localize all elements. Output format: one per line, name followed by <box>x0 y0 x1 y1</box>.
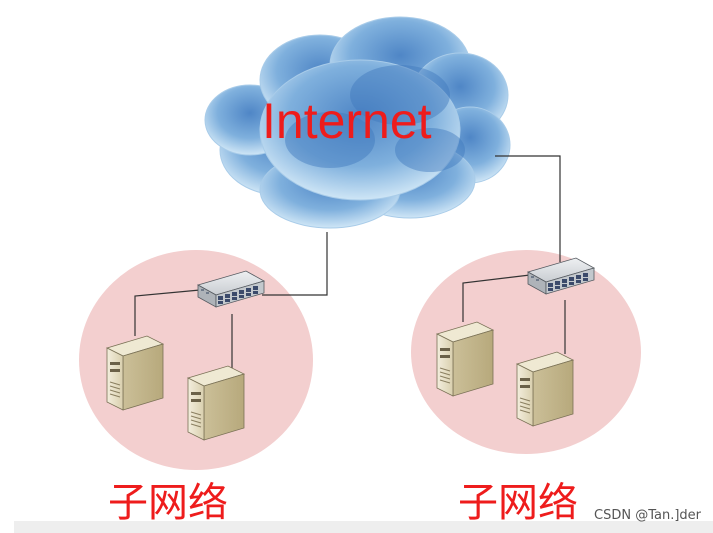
subnet-left-label: 子网络 <box>108 480 228 526</box>
subnet-left-area <box>79 250 313 470</box>
bottom-strip <box>14 521 713 533</box>
cloud-icon <box>204 16 511 229</box>
subnet-right-label: 子网络 <box>458 480 578 526</box>
network-links <box>134 155 566 372</box>
watermark: CSDN @Tan.]der <box>594 508 701 523</box>
server-icon <box>187 365 245 441</box>
link-right-switch-server-a <box>462 274 531 322</box>
server-icon <box>436 321 494 397</box>
internet-label: Internet <box>262 93 432 149</box>
server-icon <box>106 335 164 411</box>
subnet-right-area <box>411 250 641 454</box>
server-icon <box>516 351 574 427</box>
link-cloud-right-switch <box>495 155 561 262</box>
link-left-switch-server-a <box>134 289 201 336</box>
link-cloud-left-switch <box>262 232 328 296</box>
